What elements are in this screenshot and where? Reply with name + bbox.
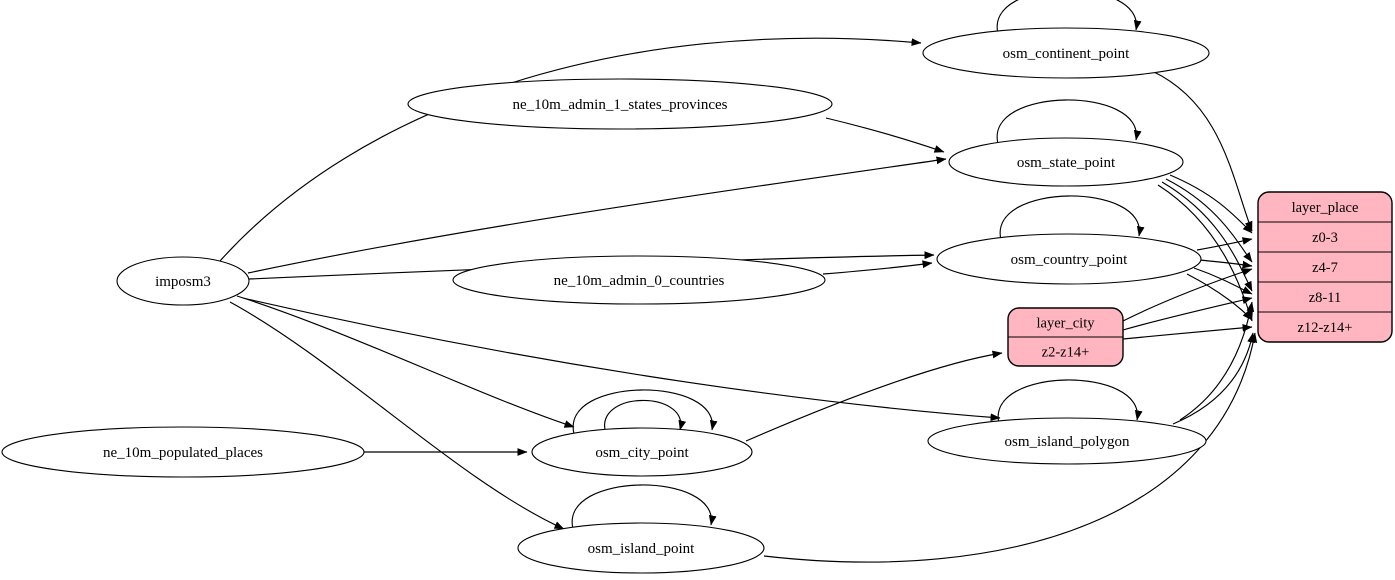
- node-osm_city_point: osm_city_point: [531, 427, 753, 477]
- node-shape-osm_island_point: [517, 522, 765, 574]
- node-shape-ne_10m_admin_1_states_provinces: [407, 78, 833, 130]
- node-label-osm_island_point: osm_island_point: [588, 541, 696, 557]
- record-row-layer_place-z0-3: z0-3: [1312, 230, 1338, 246]
- edge-imposm3-to-osm_state_point: [247, 156, 947, 274]
- node-label-osm_continent_point: osm_continent_point: [1003, 46, 1130, 62]
- node-ne_10m_admin_1_states_provinces: ne_10m_admin_1_states_provinces: [407, 78, 833, 130]
- node-osm_country_point: osm_country_point: [936, 233, 1202, 285]
- node-label-osm_country_point: osm_country_point: [1011, 252, 1128, 268]
- edge-selfloop-osm_continent_point: [996, 0, 1142, 35]
- node-label-osm_island_polygon: osm_island_polygon: [1004, 434, 1130, 450]
- node-shape-osm_city_point: [531, 427, 753, 477]
- node-ne_10m_populated_places: ne_10m_populated_places: [1, 426, 365, 478]
- edge-selfloop-osm_city_point: [572, 389, 718, 435]
- node-shape-osm_state_point: [948, 137, 1184, 187]
- edge-layer_city-to-layer_place-z4-7: [1122, 268, 1253, 322]
- record-title-layer_city: layer_city: [1037, 316, 1096, 332]
- node-label-ne_10m_admin_1_states_provinces: ne_10m_admin_1_states_provinces: [513, 97, 728, 113]
- node-shape-osm_country_point: [936, 233, 1202, 285]
- edge-osm_state_point-to-layer_place-z4-7: [1165, 178, 1253, 263]
- edge-layer_city-to-layer_place-z8-11: [1122, 296, 1253, 331]
- edge-ne_10m_admin_0_countries-to-osm_country_point: [822, 260, 933, 275]
- node-shape-osm_continent_point: [922, 27, 1210, 79]
- edge-osm_island_polygon-to-layer_place-z8-11: [1179, 301, 1255, 421]
- record-row-layer_place-z4-7: z4-7: [1312, 260, 1338, 276]
- edge-selfloop-osm_island_polygon: [997, 379, 1143, 425]
- edge-osm_continent_point-to-layer_place-z0-3: [1151, 70, 1253, 232]
- edge-osm_state_point-to-layer_place-z8-11: [1161, 181, 1253, 292]
- edge-ne_10m_admin_1_states_provinces-to-osm_state_point: [825, 117, 945, 153]
- edge-imposm3-to-osm_island_point: [229, 301, 565, 530]
- node-label-ne_10m_admin_0_countries: ne_10m_admin_0_countries: [554, 273, 725, 289]
- record-row-layer_place-z12-z14+: z12-z14+: [1298, 320, 1353, 336]
- record-row-layer_city-z2-z14+: z2-z14+: [1042, 345, 1090, 361]
- node-ne_10m_admin_0_countries: ne_10m_admin_0_countries: [452, 255, 826, 305]
- node-shape-ne_10m_populated_places: [1, 426, 365, 478]
- edge-selfloop-osm_state_point: [996, 99, 1142, 145]
- record-title-layer_place: layer_place: [1292, 200, 1359, 216]
- node-label-imposm3: imposm3: [155, 274, 211, 290]
- node-osm_island_point: osm_island_point: [517, 522, 765, 574]
- node-layer_place: layer_place z0-3 z4-7 z8-11 z12-z14+: [1257, 191, 1393, 343]
- edge-selfloop-osm_island_point: [571, 484, 717, 530]
- node-label-osm_state_point: osm_state_point: [1017, 155, 1116, 171]
- edge-osm_island_point-to-layer_place-z12-z14+: [763, 332, 1258, 563]
- edge-selfloop-osm_country_point: [999, 195, 1145, 241]
- edge-osm_country_point-to-layer_place-z12-z14+: [1186, 273, 1253, 321]
- edge-imposm3-to-osm_city_point: [236, 295, 575, 428]
- edge-osm_country_point-to-layer_place-z0-3: [1196, 237, 1253, 251]
- node-shape-ne_10m_admin_0_countries: [452, 255, 826, 305]
- edges-layer: [219, 0, 1258, 563]
- node-layer_city: layer_city z2-z14+: [1007, 307, 1124, 367]
- node-osm_continent_point: osm_continent_point: [922, 27, 1210, 79]
- record-box-layer_place: [1257, 191, 1393, 343]
- edge-imposm3-to-osm_island_polygon: [242, 297, 1001, 422]
- node-imposm3: imposm3: [116, 256, 250, 306]
- edge-osm_country_point-to-layer_place-z4-7: [1199, 259, 1253, 269]
- node-osm_state_point: osm_state_point: [948, 137, 1184, 187]
- edge-osm_city_point-to-layer_city-z2-z14+: [745, 350, 1003, 442]
- record-row-layer_place-z8-11: z8-11: [1309, 290, 1341, 306]
- edge-layer_city-to-layer_place-z12-z14+: [1122, 323, 1253, 340]
- node-shape-osm_island_polygon: [927, 417, 1207, 465]
- node-osm_island_polygon: osm_island_polygon: [927, 417, 1207, 465]
- edge-imposm3-to-osm_continent_point: [219, 37, 922, 262]
- node-label-ne_10m_populated_places: ne_10m_populated_places: [103, 445, 263, 461]
- edge-osm_island_polygon-to-layer_place-z12-z14+: [1172, 332, 1255, 425]
- node-label-osm_city_point: osm_city_point: [595, 445, 689, 461]
- edge-osm_country_point-to-layer_place-z8-11: [1193, 267, 1253, 295]
- edge-selfloop-osm_city_point: [604, 399, 687, 435]
- node-shape-imposm3: [116, 256, 250, 306]
- edge-osm_state_point-to-layer_place-z0-3: [1169, 174, 1253, 234]
